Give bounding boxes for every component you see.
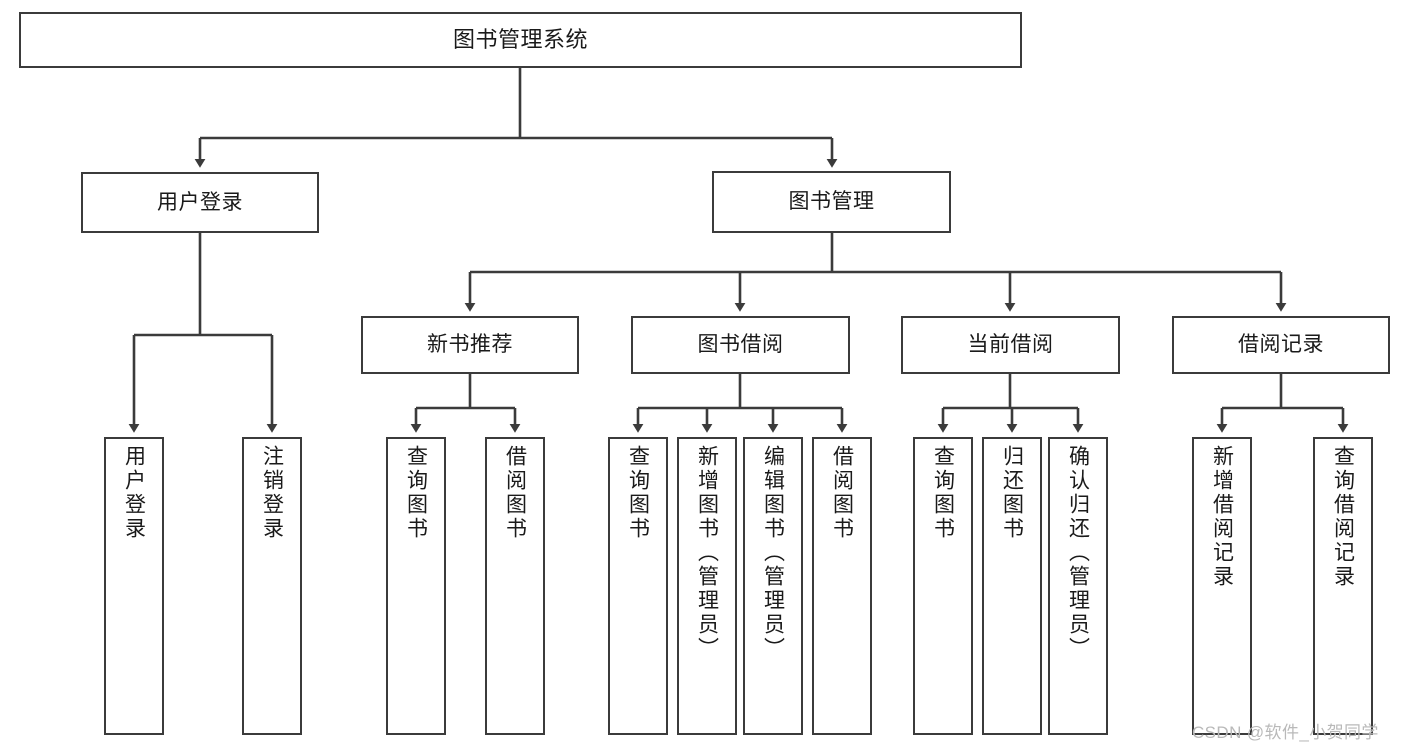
leaf-add-borrow-record[interactable]: 新增借阅记录 (1192, 437, 1252, 735)
leaf-query-books-recommend-label: 查询图书 (404, 445, 428, 541)
leaf-confirm-return-admin-label: 确认归还（管理员） (1066, 445, 1090, 661)
node-borrow-record-label: 借阅记录 (1238, 333, 1324, 357)
leaf-query-borrow-record-label: 查询借阅记录 (1331, 445, 1355, 589)
leaf-borrow-books-recommend[interactable]: 借阅图书 (485, 437, 545, 735)
leaf-add-borrow-record-label: 新增借阅记录 (1210, 445, 1234, 589)
node-current-borrow[interactable]: 当前借阅 (901, 316, 1120, 374)
node-user-login-label: 用户登录 (157, 190, 243, 214)
leaf-query-books-borrow-label: 查询图书 (626, 445, 650, 541)
node-user-login[interactable]: 用户登录 (81, 172, 319, 233)
leaf-user-login[interactable]: 用户登录 (104, 437, 164, 735)
node-book-borrow[interactable]: 图书借阅 (631, 316, 850, 374)
node-new-book-recommend[interactable]: 新书推荐 (361, 316, 579, 374)
leaf-query-books-current-label: 查询图书 (931, 445, 955, 541)
node-borrow-record[interactable]: 借阅记录 (1172, 316, 1390, 374)
leaf-confirm-return-admin[interactable]: 确认归还（管理员） (1048, 437, 1108, 735)
leaf-edit-book-admin-label: 编辑图书（管理员） (761, 445, 785, 661)
node-book-management[interactable]: 图书管理 (712, 171, 951, 233)
leaf-query-books-recommend[interactable]: 查询图书 (386, 437, 446, 735)
leaf-add-book-admin-label: 新增图书（管理员） (695, 445, 719, 661)
leaf-edit-book-admin[interactable]: 编辑图书（管理员） (743, 437, 803, 735)
leaf-borrow-books-recommend-label: 借阅图书 (503, 445, 527, 541)
leaf-query-books-borrow[interactable]: 查询图书 (608, 437, 668, 735)
leaf-user-login-label: 用户登录 (122, 445, 146, 541)
leaf-add-book-admin[interactable]: 新增图书（管理员） (677, 437, 737, 735)
leaf-borrow-books-borrow-label: 借阅图书 (830, 445, 854, 541)
node-new-book-recommend-label: 新书推荐 (427, 333, 513, 357)
node-current-borrow-label: 当前借阅 (967, 333, 1054, 357)
leaf-logout-login-label: 注销登录 (260, 445, 284, 541)
leaf-return-books[interactable]: 归还图书 (982, 437, 1042, 735)
node-book-management-label: 图书管理 (788, 190, 875, 214)
watermark: CSDN @软件_小贺同学 (1192, 723, 1379, 742)
leaf-query-borrow-record[interactable]: 查询借阅记录 (1313, 437, 1373, 735)
leaf-logout-login[interactable]: 注销登录 (242, 437, 302, 735)
leaf-return-books-label: 归还图书 (1000, 445, 1024, 541)
node-book-borrow-label: 图书借阅 (697, 333, 784, 357)
leaf-borrow-books-borrow[interactable]: 借阅图书 (812, 437, 872, 735)
node-root-label: 图书管理系统 (452, 26, 588, 52)
node-root[interactable]: 图书管理系统 (19, 12, 1022, 68)
leaf-query-books-current[interactable]: 查询图书 (913, 437, 973, 735)
